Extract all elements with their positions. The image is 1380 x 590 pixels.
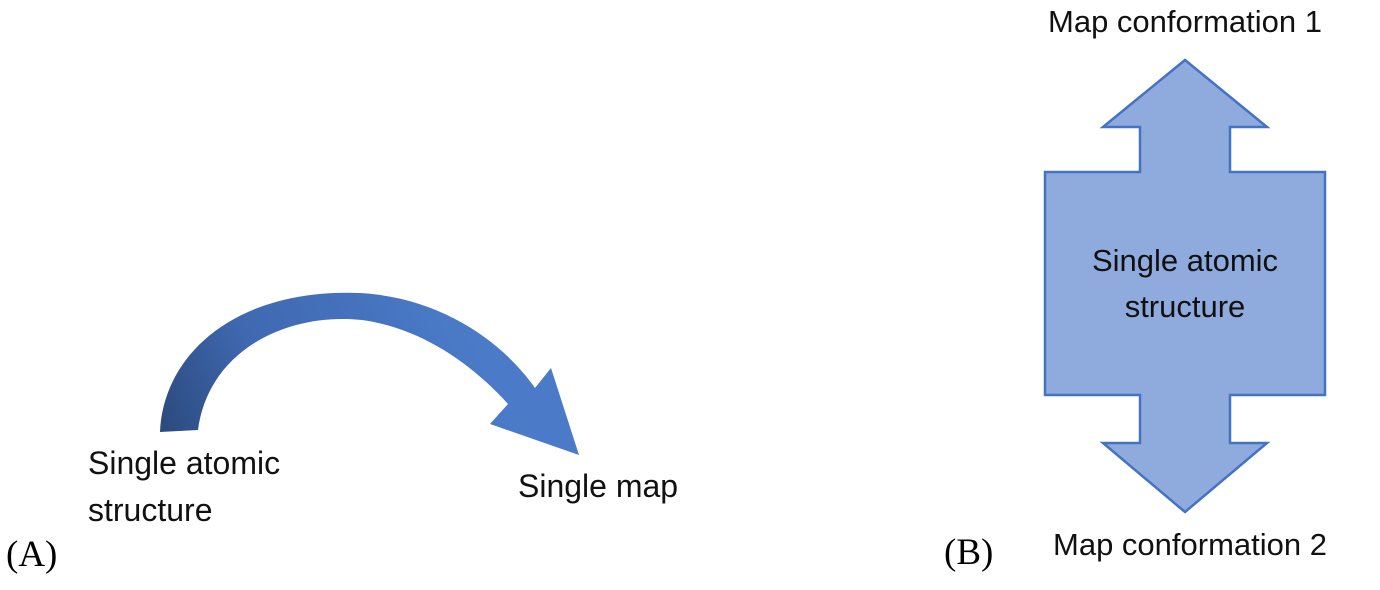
panel-b-letter: (B) <box>944 532 994 573</box>
box-structure-line1: Single atomic <box>1091 243 1279 278</box>
map-conformation-2-label: Map conformation 2 <box>1053 527 1327 562</box>
curved-arrow-shape <box>160 292 579 455</box>
box-structure-label: Single atomic structure <box>1045 238 1325 330</box>
single-map-label: Single map <box>518 468 679 504</box>
map-conformation-1-label: Map conformation 1 <box>1048 4 1322 39</box>
source-structure-line2: structure <box>88 492 213 528</box>
double-arrow-shape <box>1043 58 1327 514</box>
box-structure-line2: structure <box>1124 289 1246 324</box>
source-structure-line1: Single atomic <box>88 445 281 481</box>
panel-a-letter: (A) <box>6 534 58 575</box>
source-structure-label: Single atomic structure <box>88 440 280 534</box>
